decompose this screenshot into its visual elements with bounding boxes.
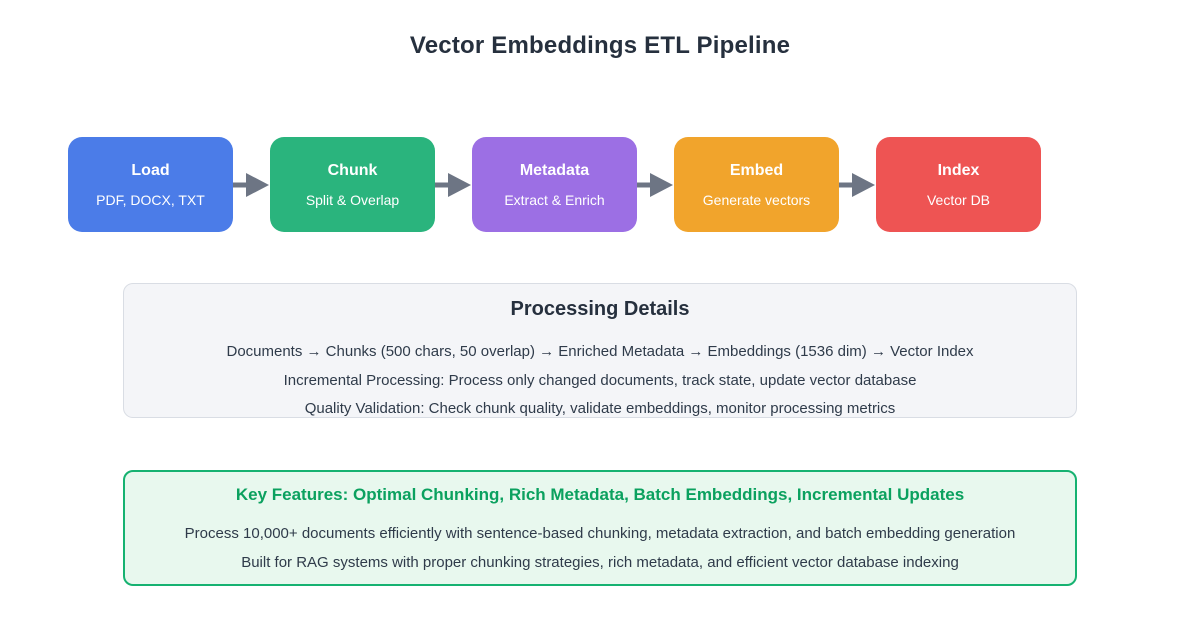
processing-flow-line: Documents → Chunks (500 chars, 50 overla… xyxy=(226,343,974,360)
stage-metadata: Metadata Extract & Enrich xyxy=(472,137,637,232)
arrow-right-icon xyxy=(233,172,270,198)
features-line-1: Process 10,000+ documents efficiently wi… xyxy=(184,525,1016,542)
stage-sublabel: PDF, DOCX, TXT xyxy=(96,191,205,208)
stage-chunk: Chunk Split & Overlap xyxy=(270,137,435,232)
incremental-processing-line: Incremental Processing: Process only cha… xyxy=(283,371,917,389)
page-title: Vector Embeddings ETL Pipeline xyxy=(409,32,791,59)
processing-details-panel: Processing Details Documents → Chunks (5… xyxy=(123,283,1077,418)
key-features-panel: Key Features: Optimal Chunking, Rich Met… xyxy=(123,470,1077,586)
stage-embed: Embed Generate vectors xyxy=(674,137,839,232)
stage-sublabel: Generate vectors xyxy=(702,191,811,208)
processing-details-heading: Processing Details xyxy=(510,298,690,320)
quality-validation-line: Quality Validation: Check chunk quality,… xyxy=(304,400,896,417)
features-line-2: Built for RAG systems with proper chunki… xyxy=(241,553,959,571)
stage-load: Load PDF, DOCX, TXT xyxy=(68,137,233,232)
stage-label: Load xyxy=(131,161,170,179)
stage-sublabel: Extract & Enrich xyxy=(504,191,605,208)
stage-label: Metadata xyxy=(519,161,590,179)
arrow-right-icon xyxy=(637,172,674,198)
stage-sublabel: Split & Overlap xyxy=(305,191,400,208)
stage-label: Embed xyxy=(729,161,784,179)
arrow-right-icon xyxy=(435,172,472,198)
stage-label: Chunk xyxy=(327,161,378,179)
stage-label: Index xyxy=(937,161,980,179)
arrow-right-icon xyxy=(839,172,876,198)
pipeline-flow: Load PDF, DOCX, TXT Chunk Split & Overla… xyxy=(68,137,1041,232)
key-features-heading: Key Features: Optimal Chunking, Rich Met… xyxy=(235,485,965,504)
stage-sublabel: Vector DB xyxy=(926,191,991,208)
stage-index: Index Vector DB xyxy=(876,137,1041,232)
